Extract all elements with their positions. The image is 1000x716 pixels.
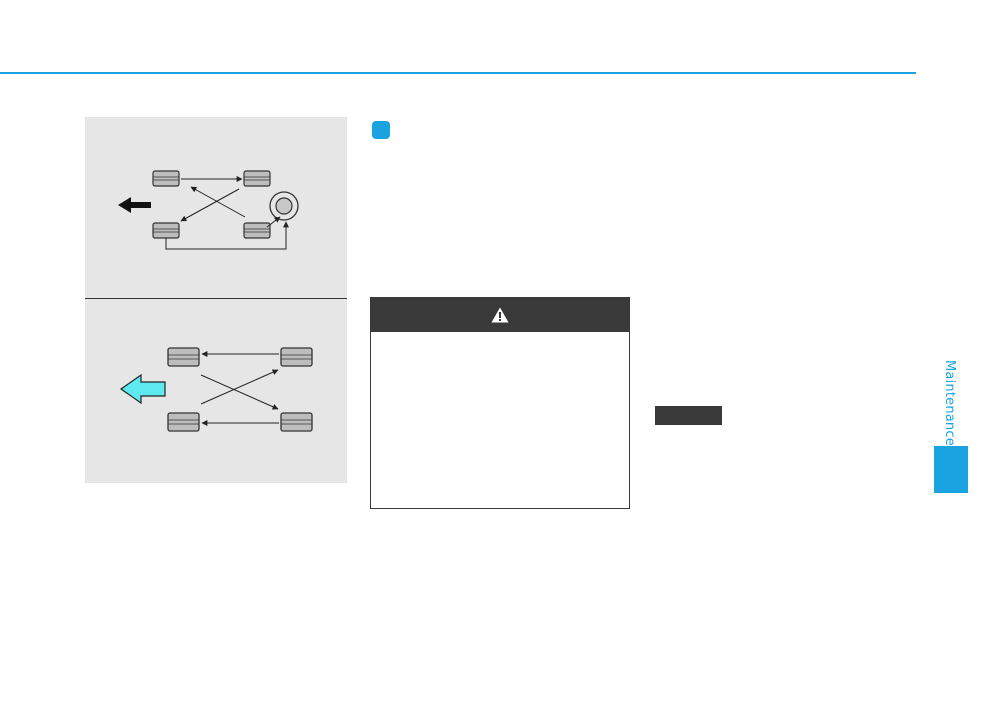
forward-arrow-icon [119,373,166,405]
tire-icon [167,412,200,432]
header-rule [0,72,916,74]
section-bullet-icon [372,121,390,139]
tire-icon [280,347,313,367]
forward-arrow-icon [118,197,151,213]
tire-icon [167,347,200,367]
tire-icon [152,222,180,239]
tire-icon [243,170,271,187]
label-tag [655,406,722,425]
chapter-tab-block [934,446,968,493]
warning-header [371,298,629,332]
warning-box [370,297,630,509]
tire-rotation-diagram [85,299,347,483]
spare-tire-icon [269,191,299,221]
tire-rotation-diagram-with-spare [85,117,347,298]
figure-divider [85,298,347,299]
tire-icon [152,170,180,187]
tire-icon [243,222,271,239]
chapter-tab-label: Maintenance [942,360,957,446]
warning-triangle-icon [491,307,509,323]
tire-icon [280,412,313,432]
